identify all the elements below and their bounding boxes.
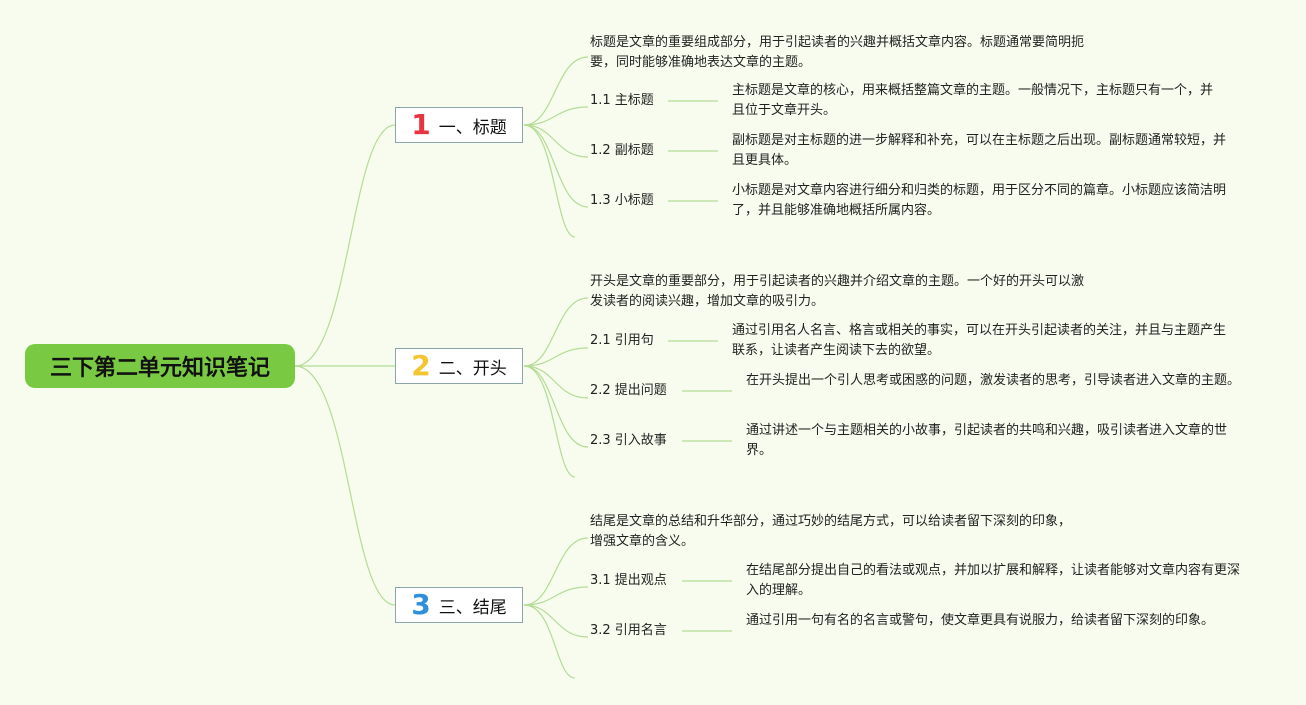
section-intro: 标题是文章的重要组成部分，用于引起读者的兴趣并概括文章内容。标题通常要简明扼要，… [590,35,1085,70]
subtopic-text: 在结尾部分提出自己的看法或观点，并加以扩展和解释，让读者能够对文章内容有更深入的… [746,563,1241,598]
subtopic-label[interactable]: 1.3 小标题 [590,193,654,208]
number-three-icon: 3 [411,588,431,621]
section-title-node[interactable]: 3 三、结尾 [395,587,523,623]
subtopic-label[interactable]: 3.1 提出观点 [590,573,667,588]
number-one-icon: 1 [411,108,431,141]
section-intro: 开头是文章的重要部分，用于引起读者的兴趣并介绍文章的主题。一个好的开头可以激发读… [590,274,1085,309]
subtopic-label[interactable]: 2.1 引用句 [590,333,654,348]
root-title: 三下第二单元知识笔记 [49,356,270,381]
subtopic-label[interactable]: 2.2 提出问题 [590,383,667,398]
section-label: 三、结尾 [438,597,507,618]
root-topic[interactable]: 三下第二单元知识笔记 [25,344,295,388]
section-title-node[interactable]: 2 二、开头 [395,348,523,384]
subtopic-text: 主标题是文章的核心，用来概括整篇文章的主题。一般情况下，主标题只有一个，并且位于… [732,83,1214,118]
subtopic-label[interactable]: 2.3 引入故事 [590,433,667,448]
subtopic-text: 通过讲述一个与主题相关的小故事，引起读者的共鸣和兴趣，吸引读者进入文章的世界。 [746,423,1228,458]
subtopic-text: 在开头提出一个引人思考或困惑的问题，激发读者的思考，引导读者进入文章的主题。 [746,373,1241,388]
subtopic-label[interactable]: 3.2 引用名言 [590,623,667,638]
subtopic-text: 副标题是对主标题的进一步解释和补充，可以在主标题之后出现。副标题通常较短，并且更… [732,133,1227,168]
section-intro: 结尾是文章的总结和升华部分，通过巧妙的结尾方式，可以给读者留下深刻的印象，增强文… [590,514,1072,549]
subtopic-label[interactable]: 1.2 副标题 [590,143,654,158]
subtopic-text: 通过引用名人名言、格言或相关的事实，可以在开头引起读者的关注，并且与主题产生联系… [732,323,1227,358]
subtopic-label[interactable]: 1.1 主标题 [590,93,654,108]
section-label: 一、标题 [438,117,507,138]
section-title-node[interactable]: 1 一、标题 [395,107,523,143]
subtopic-text: 通过引用一句有名的名言或警句，使文章更具有说服力，给读者留下深刻的印象。 [746,613,1215,628]
subtopic-text: 小标题是对文章内容进行细分和归类的标题，用于区分不同的篇章。小标题应该简洁明了，… [732,183,1227,218]
section-label: 二、开头 [438,358,507,379]
number-two-icon: 2 [411,349,431,382]
